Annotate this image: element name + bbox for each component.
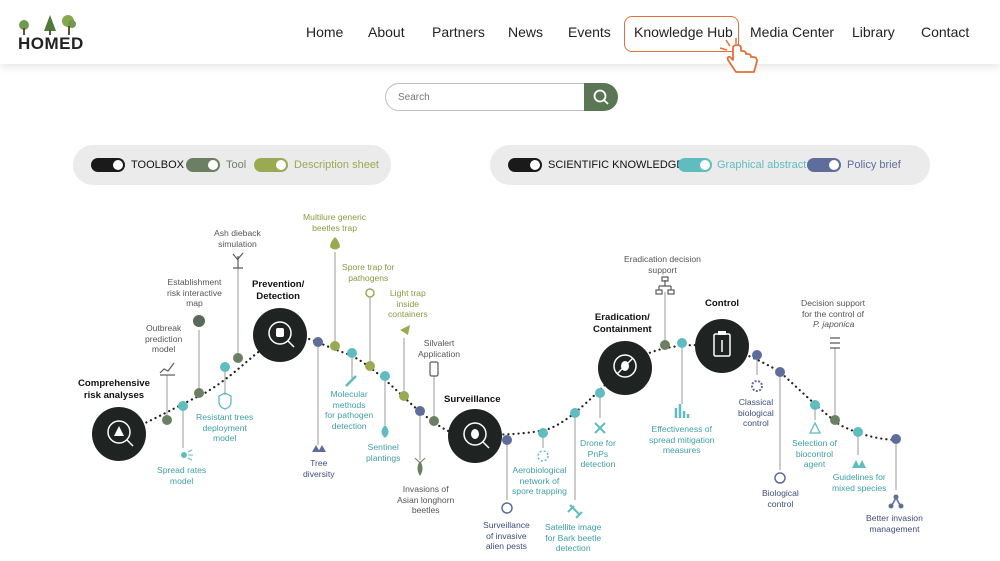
toolbox-toggle[interactable] bbox=[91, 158, 125, 172]
stage-risk-circle bbox=[92, 407, 146, 461]
chart-trend-icon bbox=[159, 362, 175, 374]
homed-logo[interactable]: HOMED bbox=[16, 12, 84, 54]
globe-icon bbox=[193, 315, 205, 327]
forest-icon bbox=[852, 460, 866, 468]
search-pest-icon bbox=[501, 502, 513, 514]
light-icon bbox=[400, 325, 410, 335]
stage-eradication-label[interactable]: Eradication/Containment bbox=[593, 312, 652, 335]
dead-tree-icon bbox=[232, 252, 244, 269]
sentinel-tree-icon bbox=[381, 425, 389, 438]
stage-surveillance-label[interactable]: Surveillance bbox=[444, 394, 501, 405]
nav-news[interactable]: News bbox=[508, 24, 544, 40]
stage-control-label[interactable]: Control bbox=[705, 298, 740, 309]
timeline-dots bbox=[162, 337, 901, 445]
toolbox-legend: TOOLBOX Tool Description sheet bbox=[73, 145, 391, 185]
tree-pair-icon bbox=[312, 445, 326, 452]
tool-toggle[interactable] bbox=[186, 158, 220, 172]
bar-chart-icon bbox=[674, 404, 690, 418]
graphical-label: Graphical abstract bbox=[717, 159, 807, 171]
science-legend: SCIENTIFIC KNOWLEDGE Graphical abstract … bbox=[490, 145, 930, 185]
logo-text: HOMED bbox=[18, 34, 84, 53]
nav-knowledge-hub[interactable]: Knowledge Hub bbox=[634, 24, 733, 40]
science-toggle[interactable] bbox=[508, 158, 542, 172]
satellite-icon bbox=[567, 504, 583, 519]
stage-prevention-label[interactable]: Prevention/Detection bbox=[252, 279, 305, 302]
longhorn-beetle-icon bbox=[414, 457, 426, 477]
search-bar bbox=[385, 83, 618, 111]
network-icon bbox=[658, 280, 672, 290]
sliders-icon bbox=[830, 337, 840, 349]
item-japonica: P. japonica bbox=[813, 319, 855, 329]
drone-icon bbox=[594, 422, 606, 434]
nav-home[interactable]: Home bbox=[306, 24, 344, 40]
nav-library[interactable]: Library bbox=[852, 24, 895, 40]
gear-icon bbox=[751, 380, 763, 392]
policy-label: Policy brief bbox=[847, 159, 901, 171]
knowledge-map bbox=[92, 237, 904, 519]
site-header: HOMED Home About Partners News Events Kn… bbox=[0, 0, 1000, 73]
graphical-toggle[interactable] bbox=[678, 158, 712, 172]
stage-prevention-circle bbox=[253, 308, 307, 362]
nav-contact[interactable]: Contact bbox=[921, 24, 970, 40]
search-button[interactable] bbox=[584, 83, 618, 111]
nav-events[interactable]: Events bbox=[568, 24, 611, 40]
agent-icon bbox=[808, 421, 822, 434]
search-input[interactable] bbox=[385, 83, 593, 111]
network-dots-icon bbox=[537, 450, 549, 462]
stage-control-circle bbox=[695, 319, 749, 373]
stage-surveillance-circle bbox=[448, 409, 502, 463]
description-label: Description sheet bbox=[294, 159, 379, 171]
description-toggle[interactable] bbox=[254, 158, 288, 172]
stage-eradication-circle bbox=[598, 341, 652, 395]
pipette-icon bbox=[345, 375, 357, 387]
policy-toggle[interactable] bbox=[807, 158, 841, 172]
spore-icon bbox=[365, 288, 375, 298]
nav-partners[interactable]: Partners bbox=[432, 24, 485, 40]
nav-active-highlight bbox=[624, 16, 739, 52]
spread-icon bbox=[181, 452, 187, 458]
phone-icon bbox=[429, 361, 439, 377]
pointer-hand-icon bbox=[719, 38, 758, 73]
trees-icon bbox=[19, 15, 76, 35]
nav-about[interactable]: About bbox=[368, 24, 405, 40]
bio-search-icon bbox=[774, 472, 786, 484]
toolbox-label: TOOLBOX bbox=[131, 159, 184, 171]
science-label: SCIENTIFIC KNOWLEDGE bbox=[548, 159, 684, 171]
search-icon bbox=[593, 89, 609, 105]
tool-label: Tool bbox=[226, 159, 247, 171]
nav-media-center[interactable]: Media Center bbox=[750, 24, 835, 40]
shield-icon bbox=[218, 392, 232, 410]
beetle-icon bbox=[330, 237, 340, 250]
